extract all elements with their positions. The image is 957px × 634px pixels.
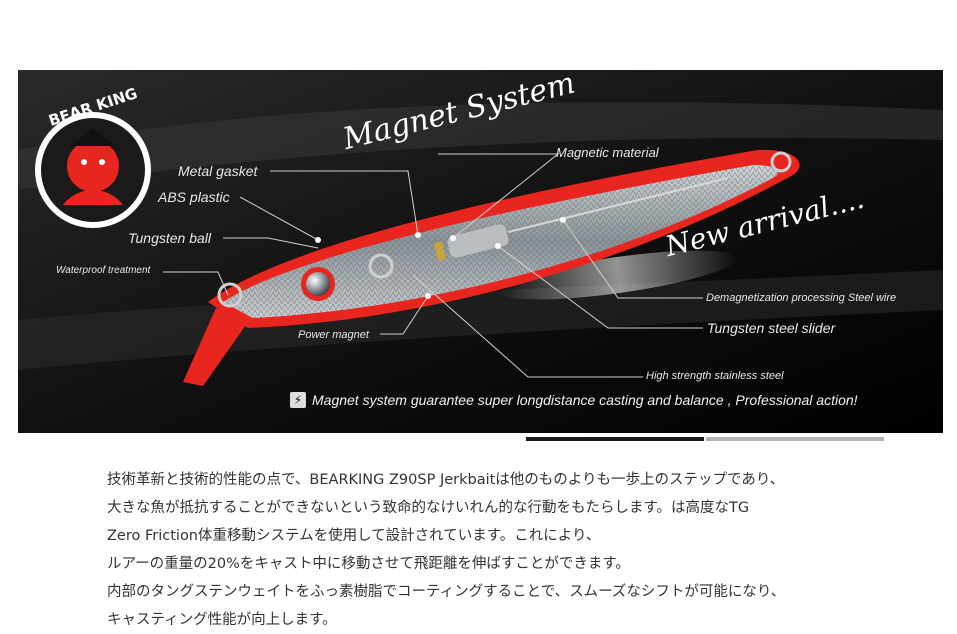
lure-body bbox=[183, 149, 800, 386]
lightning-icon: ⚡ bbox=[290, 392, 306, 408]
metal-gasket bbox=[433, 241, 447, 261]
product-description: 技術革新と技術的性能の点で、BEARKING Z90SP Jerkbaitは他の… bbox=[107, 466, 907, 634]
tungsten-ball bbox=[306, 272, 330, 296]
lure-cutaway-illustration bbox=[18, 70, 943, 433]
slogan-row: ⚡ Magnet system guarantee super longdist… bbox=[290, 392, 858, 408]
label-demag-wire: Demagnetization processing Steel wire bbox=[706, 292, 897, 304]
label-stainless: High strength stainless steel bbox=[646, 370, 784, 382]
leader-dots bbox=[315, 217, 566, 299]
front-eyelet bbox=[217, 282, 243, 308]
slider-weight bbox=[447, 224, 509, 258]
label-metal-gasket: Metal gasket bbox=[178, 163, 258, 179]
diving-lip bbox=[183, 308, 248, 386]
description-line: Zero Friction体重移動システムを使用して設計されています。これにより… bbox=[107, 528, 601, 544]
label-waterproof: Waterproof treatment bbox=[56, 265, 151, 276]
belly-eyelet bbox=[368, 253, 394, 279]
slide-indicator-inactive[interactable] bbox=[706, 437, 884, 441]
label-power-magnet: Power magnet bbox=[298, 329, 369, 341]
leader-lines bbox=[163, 153, 703, 378]
label-tungsten-ball: Tungsten ball bbox=[128, 230, 212, 246]
product-banner: BEAR KING Magnet System New arrival.... … bbox=[18, 70, 943, 433]
label-abs-plastic: ABS plastic bbox=[158, 189, 230, 205]
label-tungsten-slider: Tungsten steel slider bbox=[707, 320, 836, 336]
label-magnetic-material: Magnetic material bbox=[556, 145, 659, 160]
steel-wire bbox=[507, 177, 729, 233]
description-line: 内部のタングステンウェイトをふっ素樹脂でコーティングすることで、スムーズなシフト… bbox=[107, 584, 786, 600]
description-line: ルアーの重量の20%をキャスト中に移動させて飛距離を伸ばすことができます。 bbox=[107, 556, 630, 572]
slogan-text: Magnet system guarantee super longdistan… bbox=[312, 392, 858, 408]
description-line: キャスティング性能が向上します。 bbox=[107, 612, 337, 628]
bear-king-logo bbox=[35, 112, 151, 228]
tail-eyelet bbox=[770, 151, 792, 173]
slide-indicator-active[interactable] bbox=[526, 437, 704, 441]
description-line: 大きな魚が抵抗することができないという致命的なけいれん的な行動をもたらします。は… bbox=[107, 500, 750, 516]
description-line: 技術革新と技術的性能の点で、BEARKING Z90SP Jerkbaitは他の… bbox=[107, 472, 785, 488]
